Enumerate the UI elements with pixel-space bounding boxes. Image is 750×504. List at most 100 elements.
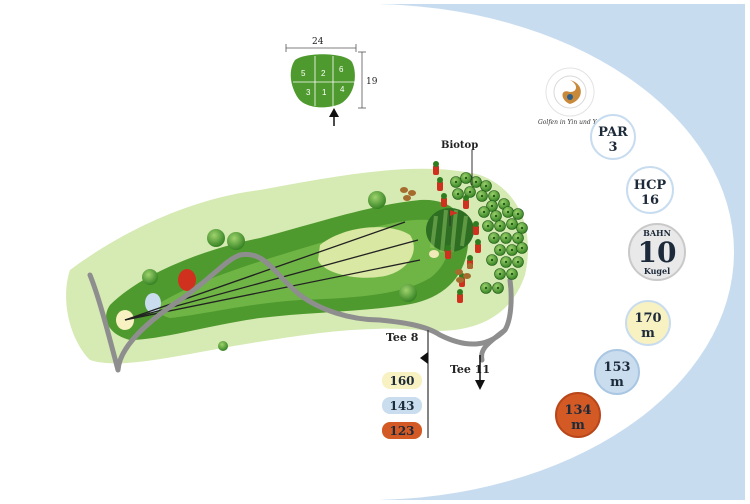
tee-box-yellow: 160 bbox=[382, 372, 422, 389]
tree-trunk bbox=[480, 194, 484, 198]
tree-trunk bbox=[516, 260, 520, 264]
sand-trap bbox=[429, 250, 439, 258]
hazard-stake bbox=[445, 249, 451, 259]
tree-trunk bbox=[490, 204, 494, 208]
distance-red-unit: m bbox=[571, 418, 585, 433]
tee11-label: Tee 11 bbox=[450, 363, 490, 376]
cart-path bbox=[87, 251, 514, 373]
tree-trunk bbox=[498, 224, 502, 228]
bunker bbox=[318, 227, 414, 278]
hazard-stake-top bbox=[441, 193, 447, 199]
green-section-4: 4 bbox=[340, 85, 345, 94]
tee-box-yellow-value: 160 bbox=[389, 374, 414, 388]
tree-trunk bbox=[482, 210, 486, 214]
tree-trunk bbox=[510, 248, 514, 252]
tee8-label: Tee 8 bbox=[386, 331, 419, 344]
par-value: 3 bbox=[608, 140, 617, 155]
tree-trunk bbox=[516, 236, 520, 240]
tree-trunk bbox=[492, 194, 496, 198]
green-stripes bbox=[430, 209, 468, 253]
green-dimension-diagram: 24 19 5 2 6 3 1 4 bbox=[285, 37, 378, 126]
bahn-sub: Kugel bbox=[644, 266, 670, 276]
tree-trunk bbox=[516, 212, 520, 216]
club-logo: Golfen in Yin und Yang bbox=[538, 67, 608, 126]
tree-trunk bbox=[496, 286, 500, 290]
tree-trunk bbox=[490, 258, 494, 262]
green-shape bbox=[290, 54, 355, 108]
hazard-stake bbox=[437, 181, 443, 191]
green-width-label: 24 bbox=[312, 37, 324, 47]
green-section-6: 6 bbox=[339, 65, 344, 74]
tree-trunk bbox=[494, 214, 498, 218]
distance-blue-unit: m bbox=[610, 375, 624, 390]
hazard-stake-top bbox=[433, 161, 439, 167]
tee-box-red: 123 bbox=[382, 422, 422, 439]
bahn-value: 10 bbox=[638, 236, 677, 269]
distance-blue: 153 m bbox=[594, 349, 640, 395]
bahn-label: BAHN bbox=[643, 228, 671, 238]
tee-marker-red bbox=[178, 269, 196, 291]
green-section-3: 3 bbox=[306, 88, 311, 97]
tree-trunk bbox=[506, 210, 510, 214]
hazard-stake-top bbox=[475, 239, 481, 245]
yin-yang-swirl-icon bbox=[562, 80, 581, 104]
hcp-badge: HCP 16 bbox=[626, 166, 674, 214]
distance-yellow-unit: m bbox=[641, 326, 655, 341]
green-section-2: 2 bbox=[321, 69, 326, 78]
tree-trunk bbox=[492, 236, 496, 240]
hcp-label: HCP bbox=[634, 178, 667, 193]
arrow-down-icon bbox=[475, 355, 485, 390]
hazard-stake-top bbox=[463, 195, 469, 201]
tee8-flag-icon bbox=[420, 352, 428, 364]
tree-trunk bbox=[510, 272, 514, 276]
hazard-stake bbox=[457, 293, 463, 303]
distance-yellow-value: 170 bbox=[634, 311, 661, 326]
hole-number-badge: BAHN 10 Kugel bbox=[628, 223, 686, 281]
hazard-stake-top bbox=[473, 221, 479, 227]
tree-trunk bbox=[498, 248, 502, 252]
tree-trunk bbox=[520, 226, 524, 230]
arrow-up-icon bbox=[329, 108, 339, 126]
biotop-label: Biotop bbox=[441, 140, 478, 151]
par-badge: PAR 3 bbox=[590, 114, 636, 160]
tee-box-blue: 143 bbox=[382, 397, 422, 414]
tree-trunk bbox=[510, 222, 514, 226]
hazard-stake-top bbox=[445, 245, 451, 251]
bushes bbox=[400, 187, 473, 283]
green-depth-label: 19 bbox=[366, 77, 378, 87]
tee-marker-blue bbox=[145, 293, 161, 313]
hazard-stake bbox=[473, 225, 479, 235]
tee-box-red-value: 123 bbox=[389, 424, 414, 438]
biotop-trees bbox=[450, 172, 528, 294]
distance-red: 134 m bbox=[555, 392, 601, 438]
distance-yellow: 170 m bbox=[625, 300, 671, 346]
hazard-stake-top bbox=[467, 255, 473, 261]
flag-icon bbox=[449, 210, 458, 226]
tree-group-left bbox=[142, 191, 417, 351]
hazard-stake bbox=[433, 165, 439, 175]
logo-tagline: Golfen in Yin und Yang bbox=[538, 119, 608, 126]
green-section-5: 5 bbox=[301, 69, 306, 78]
hazard-stake bbox=[475, 243, 481, 253]
hazard-stake bbox=[441, 197, 447, 207]
tee-box-blue-value: 143 bbox=[389, 399, 414, 413]
tree-trunk bbox=[456, 192, 460, 196]
hazard-stake bbox=[463, 199, 469, 209]
tree-trunk bbox=[474, 180, 478, 184]
tree-trunk bbox=[502, 202, 506, 206]
hcp-value: 16 bbox=[641, 193, 659, 208]
tree-trunk bbox=[484, 184, 488, 188]
green-section-1: 1 bbox=[322, 88, 327, 97]
tree-trunk bbox=[454, 180, 458, 184]
tree-trunk bbox=[520, 246, 524, 250]
tree-trunk bbox=[486, 224, 490, 228]
tree-trunk bbox=[468, 190, 472, 194]
hazard-stake-top bbox=[437, 177, 443, 183]
distance-blue-value: 153 bbox=[603, 360, 630, 375]
tree-trunk bbox=[484, 286, 488, 290]
tree-trunk bbox=[498, 272, 502, 276]
tree-trunk bbox=[504, 236, 508, 240]
distance-red-value: 134 bbox=[564, 403, 591, 418]
par-label: PAR bbox=[598, 125, 628, 140]
